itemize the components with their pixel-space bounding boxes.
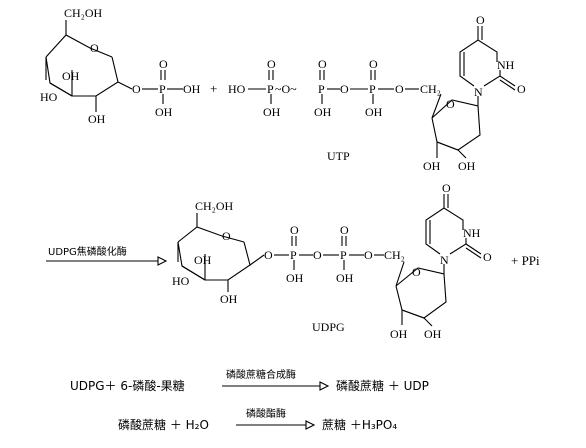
utp-n1-label: N	[474, 85, 483, 99]
utp-c2-o-b	[499, 79, 516, 91]
reaction3-products: 磷酸蔗糖 ＋ UDP	[336, 378, 429, 393]
udpg-p2: P	[340, 248, 347, 262]
utp-oh-p2: OH	[314, 105, 332, 119]
udpg-ring-bottom	[177, 241, 251, 281]
udpg-ch2oh: CH₂OH	[195, 199, 234, 213]
g1p-ring-bold	[49, 82, 73, 97]
utp-uracil-ring-right	[483, 70, 501, 87]
utp-p2-label: P	[318, 82, 325, 96]
utp-ribose-o: O	[446, 97, 455, 111]
utp-ch2-label: CH₂	[420, 82, 441, 96]
plus-sign-1: +	[210, 81, 217, 96]
g1p-ho-label: HO	[40, 90, 58, 104]
udpg-oh-left: OH	[390, 327, 408, 341]
sucrose-phosphatase-reaction: 磷酸蔗糖 ＋ H₂O 磷酸酯酶 蔗糖 ＋H₃PO₄	[118, 407, 397, 432]
g1p-p-oh2-label: OH	[155, 105, 173, 119]
utp-p1-label: P	[267, 82, 274, 96]
utp-link-o-label: O	[395, 82, 404, 96]
utp-link1-label: ~O~	[275, 82, 297, 96]
udpg-o1: O	[264, 248, 273, 262]
utp-o2-label: O	[340, 82, 349, 96]
g1p-ch2oh-label: CH₂OH	[64, 6, 103, 20]
udpg-ch2: CH₂	[384, 248, 405, 262]
udpg-c2-oh	[423, 317, 433, 327]
arrow3-head	[305, 420, 316, 430]
utp-structure: HO P ~O~ P O P O O O O OH OH OH CH₂ O	[228, 13, 526, 173]
udpg-oh1: OH	[194, 253, 212, 267]
utp-ho-label: HO	[228, 82, 246, 96]
udpg-o3: O	[364, 248, 373, 262]
udpg-c2-o-b	[465, 247, 482, 259]
utp-c2-o-a	[499, 75, 516, 87]
g1p-ring-bottom	[45, 56, 119, 97]
udpg-ch2-c4	[395, 261, 405, 287]
udpg-oh3: OH	[220, 292, 238, 306]
udpg-ring-top	[177, 226, 245, 243]
g1p-ring-o-label: O	[90, 41, 99, 55]
udpg-nh: NH	[463, 226, 481, 240]
udpg-name-label: UDPG	[312, 320, 345, 334]
udpg-oh-right: OH	[424, 327, 442, 341]
reaction3-reactants: UDPG＋ 6-磷酸-果糖	[70, 378, 185, 393]
utp-oh-left: OH	[423, 159, 441, 173]
g1p-ester-o-label: O	[132, 82, 141, 96]
udpg-oh-p1: OH	[286, 271, 304, 285]
utp-ribose-bold	[436, 141, 459, 151]
udpg-ho: HO	[172, 274, 190, 288]
sucrose-phosphate-synthase-reaction: UDPG＋ 6-磷酸-果糖 磷酸蔗糖合成酶 磷酸蔗糖 ＋ UDP	[70, 368, 429, 393]
enzyme1-label: UDPG焦磷酸化酶	[48, 245, 127, 258]
udpg-c1-o-bond	[249, 254, 265, 266]
utp-uracil-ring-left	[459, 39, 498, 87]
udpg-c2-o-a	[465, 243, 482, 255]
g1p-p-oh-label: OH	[183, 82, 201, 96]
g1p-ring-top	[45, 34, 113, 58]
g1p-p-label: P	[159, 82, 166, 96]
udpg-o-c4: O	[442, 181, 451, 195]
utp-o-c4: O	[476, 13, 485, 27]
udpg-o2: O	[313, 248, 322, 262]
enzyme2-label: 磷酸蔗糖合成酶	[226, 368, 296, 381]
udpg-o-c2: O	[483, 250, 492, 264]
udpg-o-top2: O	[340, 223, 349, 237]
udpg-uracil-left	[425, 207, 464, 255]
udpg-pyrophosphorylase-arrow: UDPG焦磷酸化酶	[46, 245, 168, 266]
utp-nh-label: NH	[497, 58, 515, 72]
g1p-p-o-label: O	[159, 57, 168, 71]
udpg-p1: P	[290, 248, 297, 262]
plus-ppi-label: + PPi	[511, 253, 540, 268]
utp-o-top2: O	[318, 57, 327, 71]
udpg-ring-o: O	[222, 229, 231, 243]
utp-ch2-c4-bond	[431, 93, 442, 119]
udpg-ring-bold	[181, 265, 206, 281]
utp-o-c2: O	[517, 82, 526, 96]
utp-p3-label: P	[369, 82, 376, 96]
glucose-1-phosphate-structure: CH₂OH O OH HO OH O P OH OH O	[40, 6, 201, 126]
utp-oh-right: OH	[458, 159, 476, 173]
udpg-structure: CH₂OH O OH HO OH O P O P O O O OH OH CH₂	[172, 181, 492, 341]
udpg-ribose-o: O	[412, 265, 421, 279]
udpg-uracil-right	[449, 238, 467, 255]
udpg-ribose-bold	[401, 309, 425, 319]
utp-o-top3: O	[369, 57, 378, 71]
utp-oh-p1: OH	[263, 105, 281, 119]
udpg-n1: N	[440, 253, 449, 267]
g1p-c1-o-bond	[117, 81, 133, 90]
enzyme3-label: 磷酸酯酶	[246, 407, 286, 420]
utp-oh-p3: OH	[365, 105, 383, 119]
reaction4-reactants: 磷酸蔗糖 ＋ H₂O	[118, 417, 209, 432]
arrow1-head	[157, 256, 168, 266]
arrow2-head	[319, 381, 330, 391]
g1p-oh1-label: OH	[62, 69, 80, 83]
udpg-o-top1: O	[290, 223, 299, 237]
utp-c2-oh-bond	[457, 149, 467, 159]
udpg-oh-p2: OH	[336, 271, 354, 285]
utp-name-label: UTP	[327, 149, 350, 163]
utp-o-top1: O	[267, 57, 276, 71]
reaction4-products: 蔗糖 ＋H₃PO₄	[322, 417, 397, 432]
g1p-oh3-label: OH	[88, 112, 106, 126]
